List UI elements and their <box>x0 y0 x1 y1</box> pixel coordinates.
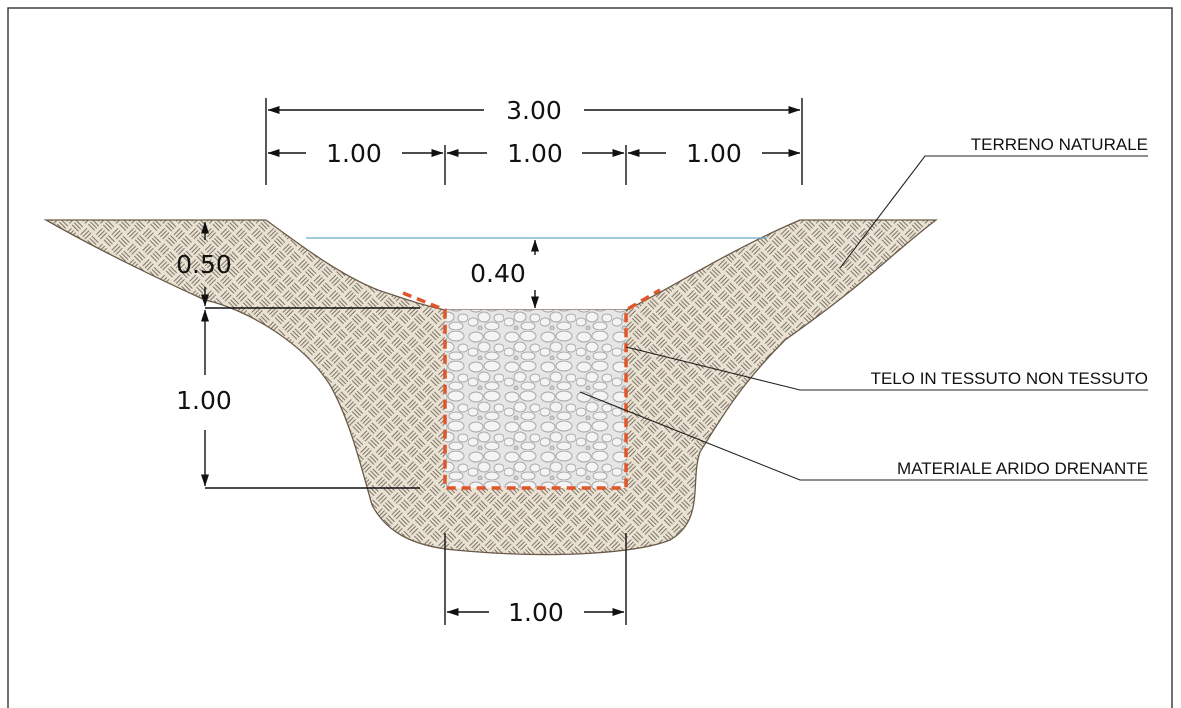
dim-water-depth: 0.40 <box>470 259 526 288</box>
top-dimension-chain: 3.00 1.00 1.00 1.00 <box>265 96 803 185</box>
sheet-border <box>7 7 1173 708</box>
callout-geotextile: TELO IN TESSUTO NON TESSUTO <box>625 346 1148 391</box>
dim-trench-depth: 1.00 <box>176 386 232 415</box>
left-dimension-chain: 0.50 1.00 <box>176 221 420 489</box>
drainage-fill-area <box>445 310 626 488</box>
leader-line <box>839 155 1148 269</box>
dim-upper-depth: 0.50 <box>176 250 232 279</box>
dim-bottom-width: 1.00 <box>508 598 564 627</box>
dim-total-width: 3.00 <box>506 96 562 125</box>
dim-middle-width: 1.00 <box>507 139 563 168</box>
dim-right-width: 1.00 <box>686 139 742 168</box>
label-geotextile: TELO IN TESSUTO NON TESSUTO <box>871 369 1148 388</box>
leader-line <box>579 391 1148 481</box>
label-natural-ground: TERRENO NATURALE <box>971 135 1148 154</box>
callout-natural-ground: TERRENO NATURALE <box>839 135 1148 269</box>
label-drainage-fill: MATERIALE ARIDO DRENANTE <box>897 459 1148 478</box>
leader-line <box>625 346 1148 391</box>
callout-drainage-fill: MATERIALE ARIDO DRENANTE <box>579 391 1148 481</box>
dim-left-width: 1.00 <box>326 139 382 168</box>
geotextile-fabric <box>402 288 661 490</box>
bottom-dimension: 1.00 <box>444 533 627 627</box>
center-dimension: 0.40 <box>470 239 539 309</box>
